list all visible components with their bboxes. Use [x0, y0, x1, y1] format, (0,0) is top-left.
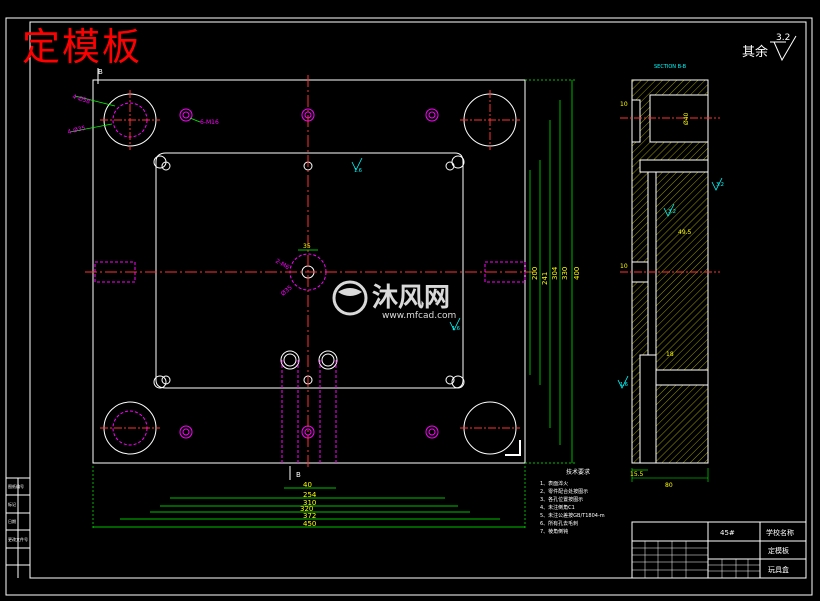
- watermark-url: www.mfcad.com: [382, 311, 456, 321]
- rough-mark-1: 1.6: [452, 326, 460, 332]
- bolt-holes: [179, 108, 439, 439]
- cavity-outline: [155, 152, 464, 389]
- roughness-marks: 1.6 1.6: [351, 157, 461, 332]
- callout-0: 4-Ø58: [71, 93, 91, 105]
- tech-item-3: 4、未注倒角C1: [540, 504, 575, 511]
- dim-right-1: 241: [541, 272, 549, 285]
- tech-heading: 技术要求: [566, 468, 590, 476]
- section-view: SECTION B-B 10 49.5 10 18 15.5 80 Ø40: [617, 64, 724, 489]
- callout-4: Ø35: [280, 284, 294, 297]
- tech-item-5: 6、所有孔去毛刺: [540, 520, 578, 527]
- callout-2: 6-M16: [200, 119, 219, 126]
- tb-part: 定模板: [768, 546, 789, 555]
- dim-right-2: 304: [551, 266, 559, 280]
- drawing-title: 定模板: [22, 25, 143, 69]
- tb-product: 玩具盒: [768, 565, 789, 574]
- tech-item-1: 2、零件配合处按图示: [540, 488, 588, 495]
- sec-dim-6: Ø40: [683, 112, 690, 125]
- sec-dim-4: 15.5: [630, 471, 644, 478]
- rough-mark-2: 3.2: [716, 182, 724, 188]
- outer-frame: [5, 17, 813, 596]
- guide-holes: [103, 93, 517, 455]
- sec-dim-0: 10: [620, 101, 628, 108]
- dims-right: 200 241 304 330 400: [525, 79, 581, 464]
- tb-school: 学校名称: [766, 528, 794, 537]
- left-strip: 图纸编号 标记 日期 更改文件号: [6, 477, 30, 578]
- sec-dim-2: 10: [620, 263, 628, 270]
- dims-bottom: 40 254 310 320 372 450: [92, 466, 526, 530]
- dim-bottom-4: 372: [303, 512, 316, 520]
- section-label: SECTION B-B: [654, 64, 687, 70]
- dim-bottom-1: 254: [303, 491, 317, 499]
- roughness-value: 3.2: [776, 33, 790, 43]
- rough-mark-3: 3.2: [668, 209, 676, 215]
- left-label-2: 日期: [8, 518, 16, 524]
- dim-right-3: 330: [561, 267, 569, 280]
- cut-marker-bottom: B: [296, 471, 301, 479]
- tech-item-6: 7、棱角倒钝: [540, 528, 568, 535]
- dim-bottom-5: 450: [303, 520, 316, 528]
- left-label-0: 图纸编号: [8, 483, 24, 489]
- roughness-symbol: 其余 3.2: [742, 33, 797, 62]
- dim-center-35: 35: [303, 243, 311, 250]
- callout-3: 2-M6: [274, 258, 291, 272]
- watermark-brand: 沐风网: [372, 283, 450, 313]
- tech-requirements: 技术要求 1、表面淬火 2、零件配合处按图示 3、各孔位置按图示 4、未注倒角C…: [540, 468, 605, 535]
- cut-marker-top: B: [98, 68, 103, 76]
- left-label-1: 标记: [8, 501, 16, 507]
- watermark: 沐风网 www.mfcad.com: [332, 280, 456, 321]
- dim-bottom-2: 310: [303, 499, 316, 507]
- dim-bottom-3: 320: [300, 505, 313, 513]
- roughness-label: 其余: [742, 44, 768, 60]
- dim-right-4: 400: [573, 267, 581, 280]
- dim-right-0: 200: [531, 267, 539, 280]
- tech-item-2: 3、各孔位置按图示: [540, 496, 583, 503]
- tech-item-4: 5、未注公差按GB/T1804-m: [540, 512, 605, 519]
- tb-material: 45#: [720, 529, 735, 537]
- sec-dim-3: 18: [666, 351, 674, 358]
- callout-1: 4-Ø35: [67, 125, 87, 136]
- tech-item-0: 1、表面淬火: [540, 480, 568, 487]
- left-label-3: 更改文件号: [8, 536, 28, 542]
- title-block: 45# 学校名称 定模板 玩具盒: [631, 521, 807, 579]
- plan-view: B B: [85, 68, 535, 480]
- dim-bottom-0: 40: [303, 481, 312, 489]
- sec-dim-5: 80: [665, 482, 673, 489]
- inner-frame: [29, 21, 807, 579]
- sec-dim-1: 49.5: [678, 229, 692, 236]
- rough-mark-0: 1.6: [354, 168, 362, 174]
- rough-mark-4: 1.6: [620, 382, 628, 388]
